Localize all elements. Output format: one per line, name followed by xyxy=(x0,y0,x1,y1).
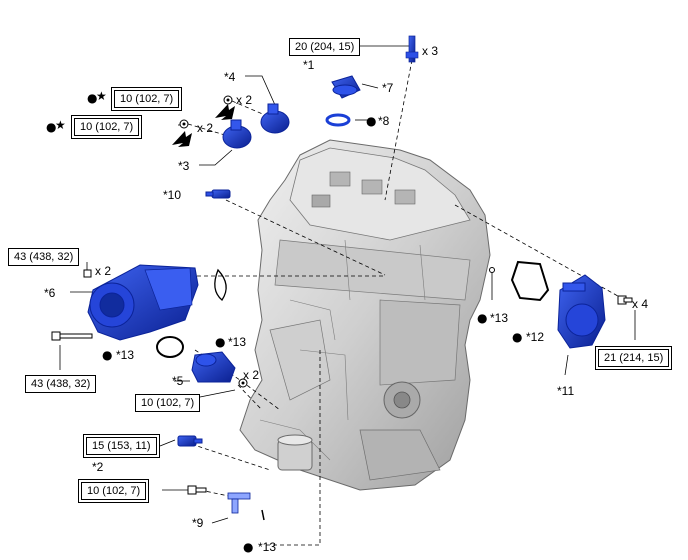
dot-mark-12: ● xyxy=(512,330,523,344)
solid-leader-lines xyxy=(59,45,636,524)
arrow-upper xyxy=(215,104,235,120)
qty-spark-plug: x 3 xyxy=(422,44,439,58)
torque-bracket-long: 43 (438, 32) xyxy=(25,375,97,393)
label-part-13-d: *13 xyxy=(258,540,277,554)
qty-bracket: x 2 xyxy=(95,264,112,278)
star-mark-lower: ★ xyxy=(55,118,66,132)
torque-water-inlet: 10 (102, 7) xyxy=(135,394,201,412)
torque-bracket-top: 43 (438, 32) xyxy=(8,248,80,266)
label-part-6: *6 xyxy=(44,286,56,300)
label-part-13-b: *13 xyxy=(116,348,135,362)
label-part-4: *4 xyxy=(224,70,236,84)
dot-mark-13-c: ● xyxy=(477,311,488,325)
dot-mark-part-8: ● xyxy=(366,114,377,128)
label-part-11: *11 xyxy=(557,384,575,398)
dot-mark-13-b: ● xyxy=(102,348,113,362)
part-10-sensor xyxy=(205,189,231,199)
label-part-5: *5 xyxy=(172,374,184,388)
engine-block xyxy=(239,139,491,491)
gasket-outline-13 xyxy=(214,268,227,301)
torque-vacuum-pump: 21 (214, 15) xyxy=(594,346,673,370)
part-9-fitting xyxy=(227,492,251,514)
part-6-water-pump-bracket xyxy=(87,264,199,341)
qty-oil-control-upper: x 2 xyxy=(236,93,253,107)
part-2-sensor xyxy=(177,435,203,447)
bolt-elbow xyxy=(238,378,248,388)
label-part-8: *8 xyxy=(378,114,390,128)
label-part-9: *9 xyxy=(192,516,204,530)
dot-mark-lower: ● xyxy=(46,120,57,134)
o-ring-13-left xyxy=(156,336,184,358)
part-5-water-inlet xyxy=(191,351,236,383)
bolt-bracket-long xyxy=(51,331,93,341)
torque-oil-control-upper: 10 (102, 7) xyxy=(110,87,183,111)
part-11-vacuum-pump xyxy=(557,274,606,349)
oil-filter xyxy=(277,434,313,471)
label-part-13-a: *13 xyxy=(228,335,247,349)
dot-mark-upper: ● xyxy=(87,91,98,105)
qty-oil-control-lower: x 2 xyxy=(197,121,214,135)
o-ring-13-right xyxy=(489,267,495,273)
qty-elbow: x 2 xyxy=(243,368,260,382)
label-part-2: *2 xyxy=(92,460,104,474)
label-part-1: *1 xyxy=(303,58,315,72)
bolt-oil-control-lower xyxy=(179,119,189,129)
dot-mark-13-a: ● xyxy=(215,335,226,349)
bolt-pump xyxy=(617,295,633,305)
qty-vacuum-pump: x 4 xyxy=(632,297,649,311)
torque-oil-control-lower: 10 (102, 7) xyxy=(70,115,143,139)
part-3-solenoid xyxy=(222,119,252,149)
label-part-10: *10 xyxy=(163,188,182,202)
spark-plug xyxy=(405,35,419,63)
o-ring-13-bottom xyxy=(261,509,265,521)
part-7-cap xyxy=(331,75,361,99)
part-12-gasket xyxy=(510,260,550,302)
part-8-gasket xyxy=(325,113,351,127)
arrow-lower xyxy=(172,131,192,147)
part-4-solenoid xyxy=(260,103,290,134)
bolt-oil-control-upper xyxy=(223,95,233,105)
torque-fitting: 10 (102, 7) xyxy=(77,479,150,503)
label-part-13-c: *13 xyxy=(490,311,509,325)
torque-sensor: 15 (153, 11) xyxy=(83,434,160,458)
label-part-12: *12 xyxy=(526,330,545,344)
star-mark-upper: ★ xyxy=(96,89,107,103)
dot-mark-13-d: ● xyxy=(243,540,254,554)
torque-spark-plug: 20 (204, 15) xyxy=(289,38,361,56)
bolt-bracket-top xyxy=(83,269,92,278)
label-part-7: *7 xyxy=(382,81,394,95)
bolt-fitting xyxy=(187,485,207,495)
label-part-3: *3 xyxy=(178,159,190,173)
